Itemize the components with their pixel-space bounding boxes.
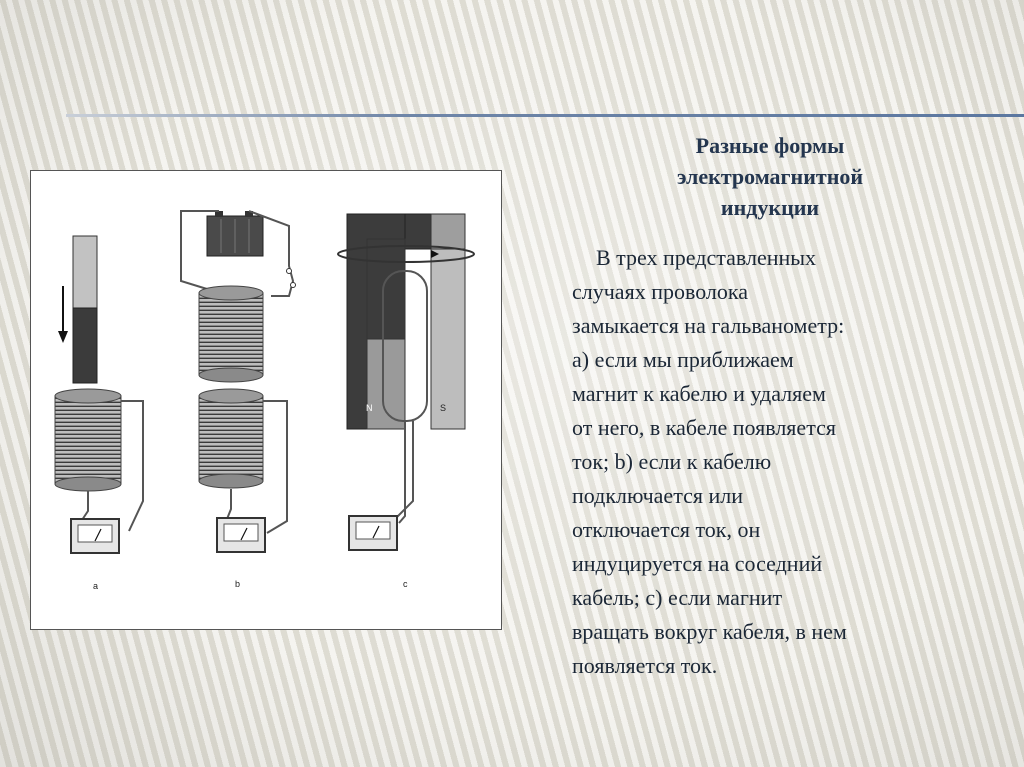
panel-label-c: c xyxy=(403,579,408,589)
body-line: вращать вокруг кабеля, в нем xyxy=(572,619,847,644)
rotation-arrow-head-icon xyxy=(431,250,439,258)
slide-title: Разные формы электромагнитной индукции xyxy=(600,130,940,223)
body-line: замыкается на гальванометр: xyxy=(572,313,845,338)
switch-icon xyxy=(286,268,292,274)
body-line: индуцируется на соседний xyxy=(572,551,823,576)
primary-coil xyxy=(198,292,264,376)
coil-a xyxy=(54,395,122,485)
bar-magnet-top xyxy=(72,235,98,309)
arrow-head-icon xyxy=(58,331,68,343)
body-line: подключается или xyxy=(572,483,743,508)
induction-diagram: a b xyxy=(54,210,475,591)
body-line: появляется ток. xyxy=(572,653,718,678)
secondary-coil xyxy=(198,395,264,482)
slide-body-text: В трех представленных случаях проволока … xyxy=(572,241,992,683)
title-line: индукции xyxy=(720,195,820,220)
bar-magnet-bottom xyxy=(72,307,98,384)
title-line: электромагнитной xyxy=(676,164,864,189)
header-divider xyxy=(66,114,1024,117)
induction-illustration: a b xyxy=(30,170,502,630)
body-line: В трех представленных xyxy=(596,245,817,270)
body-line: отключается ток, он xyxy=(572,517,761,542)
panel-b: b xyxy=(180,210,296,589)
panel-a: a xyxy=(54,235,144,591)
body-line: кабель; c) если магнит xyxy=(572,585,783,610)
body-line: случаях проволока xyxy=(572,279,749,304)
panel-label-a: a xyxy=(93,581,98,591)
rotation-arrow xyxy=(337,245,475,263)
title-line: Разные формы xyxy=(695,133,845,158)
body-line: магнит к кабелю и удаляем xyxy=(572,381,826,406)
horseshoe-magnet-south xyxy=(430,248,466,430)
pole-label-s: S xyxy=(440,403,446,413)
panel-c: N S c xyxy=(337,213,475,589)
body-line: a) если мы приближаем xyxy=(572,347,794,372)
body-line: от него, в кабеле появляется xyxy=(572,415,836,440)
panel-label-b: b xyxy=(235,579,240,589)
pole-label-n: N xyxy=(366,403,373,413)
body-line: ток; b) если к кабелю xyxy=(572,449,772,474)
